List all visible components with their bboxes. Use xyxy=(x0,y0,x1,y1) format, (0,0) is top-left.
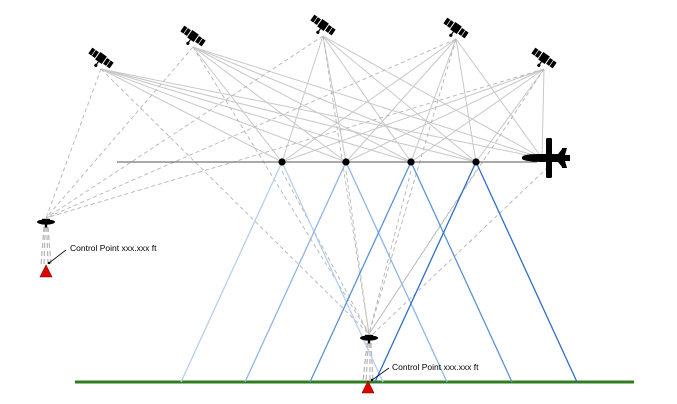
triangle-marker-icon xyxy=(361,380,375,394)
scan-line-right-0 xyxy=(281,161,384,383)
scan-points-layer xyxy=(278,158,480,166)
label-leader-left xyxy=(48,249,67,264)
satellite-rays-layer xyxy=(100,35,545,163)
satellite-ray-4-3 xyxy=(475,68,545,163)
gps-link-0 xyxy=(45,46,194,219)
receiver-beam-1-0 xyxy=(362,342,368,383)
scan-line-left-1 xyxy=(244,161,347,383)
scan-line-left-3 xyxy=(374,161,477,383)
receiver-beam-1-1 xyxy=(365,342,369,383)
gps-link-9 xyxy=(368,68,545,335)
gps-link-3 xyxy=(45,68,545,219)
satellite-aircraft-ray-2 xyxy=(322,35,543,159)
icons-layer xyxy=(37,13,570,394)
gps-link-8 xyxy=(368,38,457,335)
satellite-aircraft-ray-4 xyxy=(541,68,545,159)
scan-point-1 xyxy=(342,158,350,166)
gps-link-4 xyxy=(45,68,102,219)
satellite-icon xyxy=(175,24,207,53)
gps-links-layer xyxy=(40,35,549,383)
gps-link-13 xyxy=(368,170,477,335)
satellite-ray-1-1 xyxy=(192,46,347,163)
satellite-ray-2-2 xyxy=(322,35,412,163)
satellite-ray-1-3 xyxy=(192,46,477,163)
gps-link-12 xyxy=(368,170,412,335)
satellite-ray-2-0 xyxy=(281,35,324,163)
airplane-wing xyxy=(546,138,552,178)
receiver-beam-0-1 xyxy=(43,226,46,267)
scan-line-right-2 xyxy=(410,161,513,383)
satellite-aircraft-ray-3 xyxy=(455,38,543,159)
satellite-ray-4-0 xyxy=(281,68,545,163)
scan-line-right-1 xyxy=(345,161,448,383)
airplane-tail xyxy=(562,148,565,168)
satellite-icon xyxy=(83,46,115,75)
satellite-ray-0-3 xyxy=(100,68,477,163)
scan-line-left-2 xyxy=(309,161,412,383)
gps-link-1 xyxy=(45,35,324,219)
satellite-ray-3-0 xyxy=(281,38,457,163)
receiver-beam-0-3 xyxy=(47,226,52,267)
satellite-aircraft-ray-1 xyxy=(192,46,543,159)
gps-receiver-icon xyxy=(37,218,55,228)
receiver-beam-0-2 xyxy=(46,226,49,267)
satellite-ray-3-2 xyxy=(410,38,457,163)
receiver-beam-0-0 xyxy=(40,226,45,267)
label-leader-dot-center xyxy=(370,378,374,382)
satellite-aircraft-ray-0 xyxy=(100,68,543,159)
satellite-ray-1-0 xyxy=(192,46,283,163)
gps-link-14 xyxy=(372,166,549,335)
receiver-beam-1-3 xyxy=(370,342,374,383)
airplane-icon xyxy=(522,138,570,178)
satellite-ray-2-3 xyxy=(322,35,477,163)
scan-point-3 xyxy=(472,158,480,166)
label-leader-center xyxy=(371,367,390,381)
satellite-ray-0-1 xyxy=(100,68,347,163)
satellite-ray-1-2 xyxy=(192,46,412,163)
label-leader-dot-left xyxy=(47,261,51,265)
satellite-ray-3-1 xyxy=(345,38,457,163)
scan-line-left-0 xyxy=(180,161,283,383)
gps-link-6 xyxy=(192,46,370,335)
gps-link-2 xyxy=(45,38,457,219)
triangle-marker-icon xyxy=(39,264,53,278)
scan-line-right-3 xyxy=(475,161,578,383)
satellite-ray-0-0 xyxy=(100,68,283,163)
satellite-ray-4-1 xyxy=(345,68,545,163)
control-point-label-center: Control Point xxx.xxx ft xyxy=(392,362,479,372)
satellite-ray-3-3 xyxy=(455,38,477,163)
control-point-label-left: Control Point xxx.xxx ft xyxy=(70,243,157,253)
gps-link-7 xyxy=(322,35,370,335)
scan-point-2 xyxy=(407,158,415,166)
laser-scan-layer xyxy=(180,161,578,383)
gps-link-10 xyxy=(281,170,370,335)
gps-receiver-icon xyxy=(360,334,378,344)
scan-point-0 xyxy=(278,158,286,166)
satellite-ray-4-2 xyxy=(410,68,545,163)
